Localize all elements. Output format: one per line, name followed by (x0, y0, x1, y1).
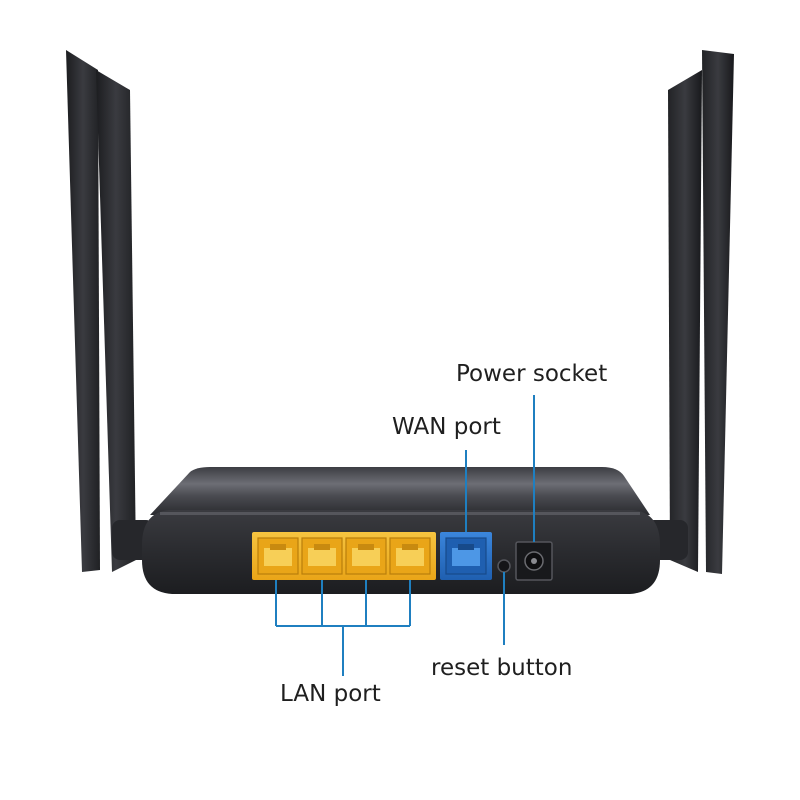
antenna-left-front (96, 70, 136, 572)
right-antennas (646, 50, 734, 574)
power-socket-label: Power socket (456, 361, 608, 387)
antenna-right-back (702, 50, 734, 574)
reset-button[interactable] (497, 559, 511, 573)
lan-port-3[interactable] (345, 537, 387, 575)
lan-port-4[interactable] (389, 537, 431, 575)
lan-port-block (252, 532, 436, 580)
left-antennas (66, 50, 154, 572)
antenna-left-back (66, 50, 100, 572)
antenna-right-front (668, 70, 702, 572)
callout-lines (275, 395, 535, 676)
lan-port-2[interactable] (301, 537, 343, 575)
lan-port-label: LAN port (280, 681, 381, 707)
router-top-shell (150, 467, 650, 515)
lan-port-1[interactable] (257, 537, 299, 575)
wan-port[interactable] (440, 532, 492, 580)
reset-button-label: reset button (431, 655, 573, 681)
wan-port-label: WAN port (392, 414, 501, 440)
router-front-highlight (160, 512, 640, 515)
power-socket[interactable] (515, 541, 553, 581)
